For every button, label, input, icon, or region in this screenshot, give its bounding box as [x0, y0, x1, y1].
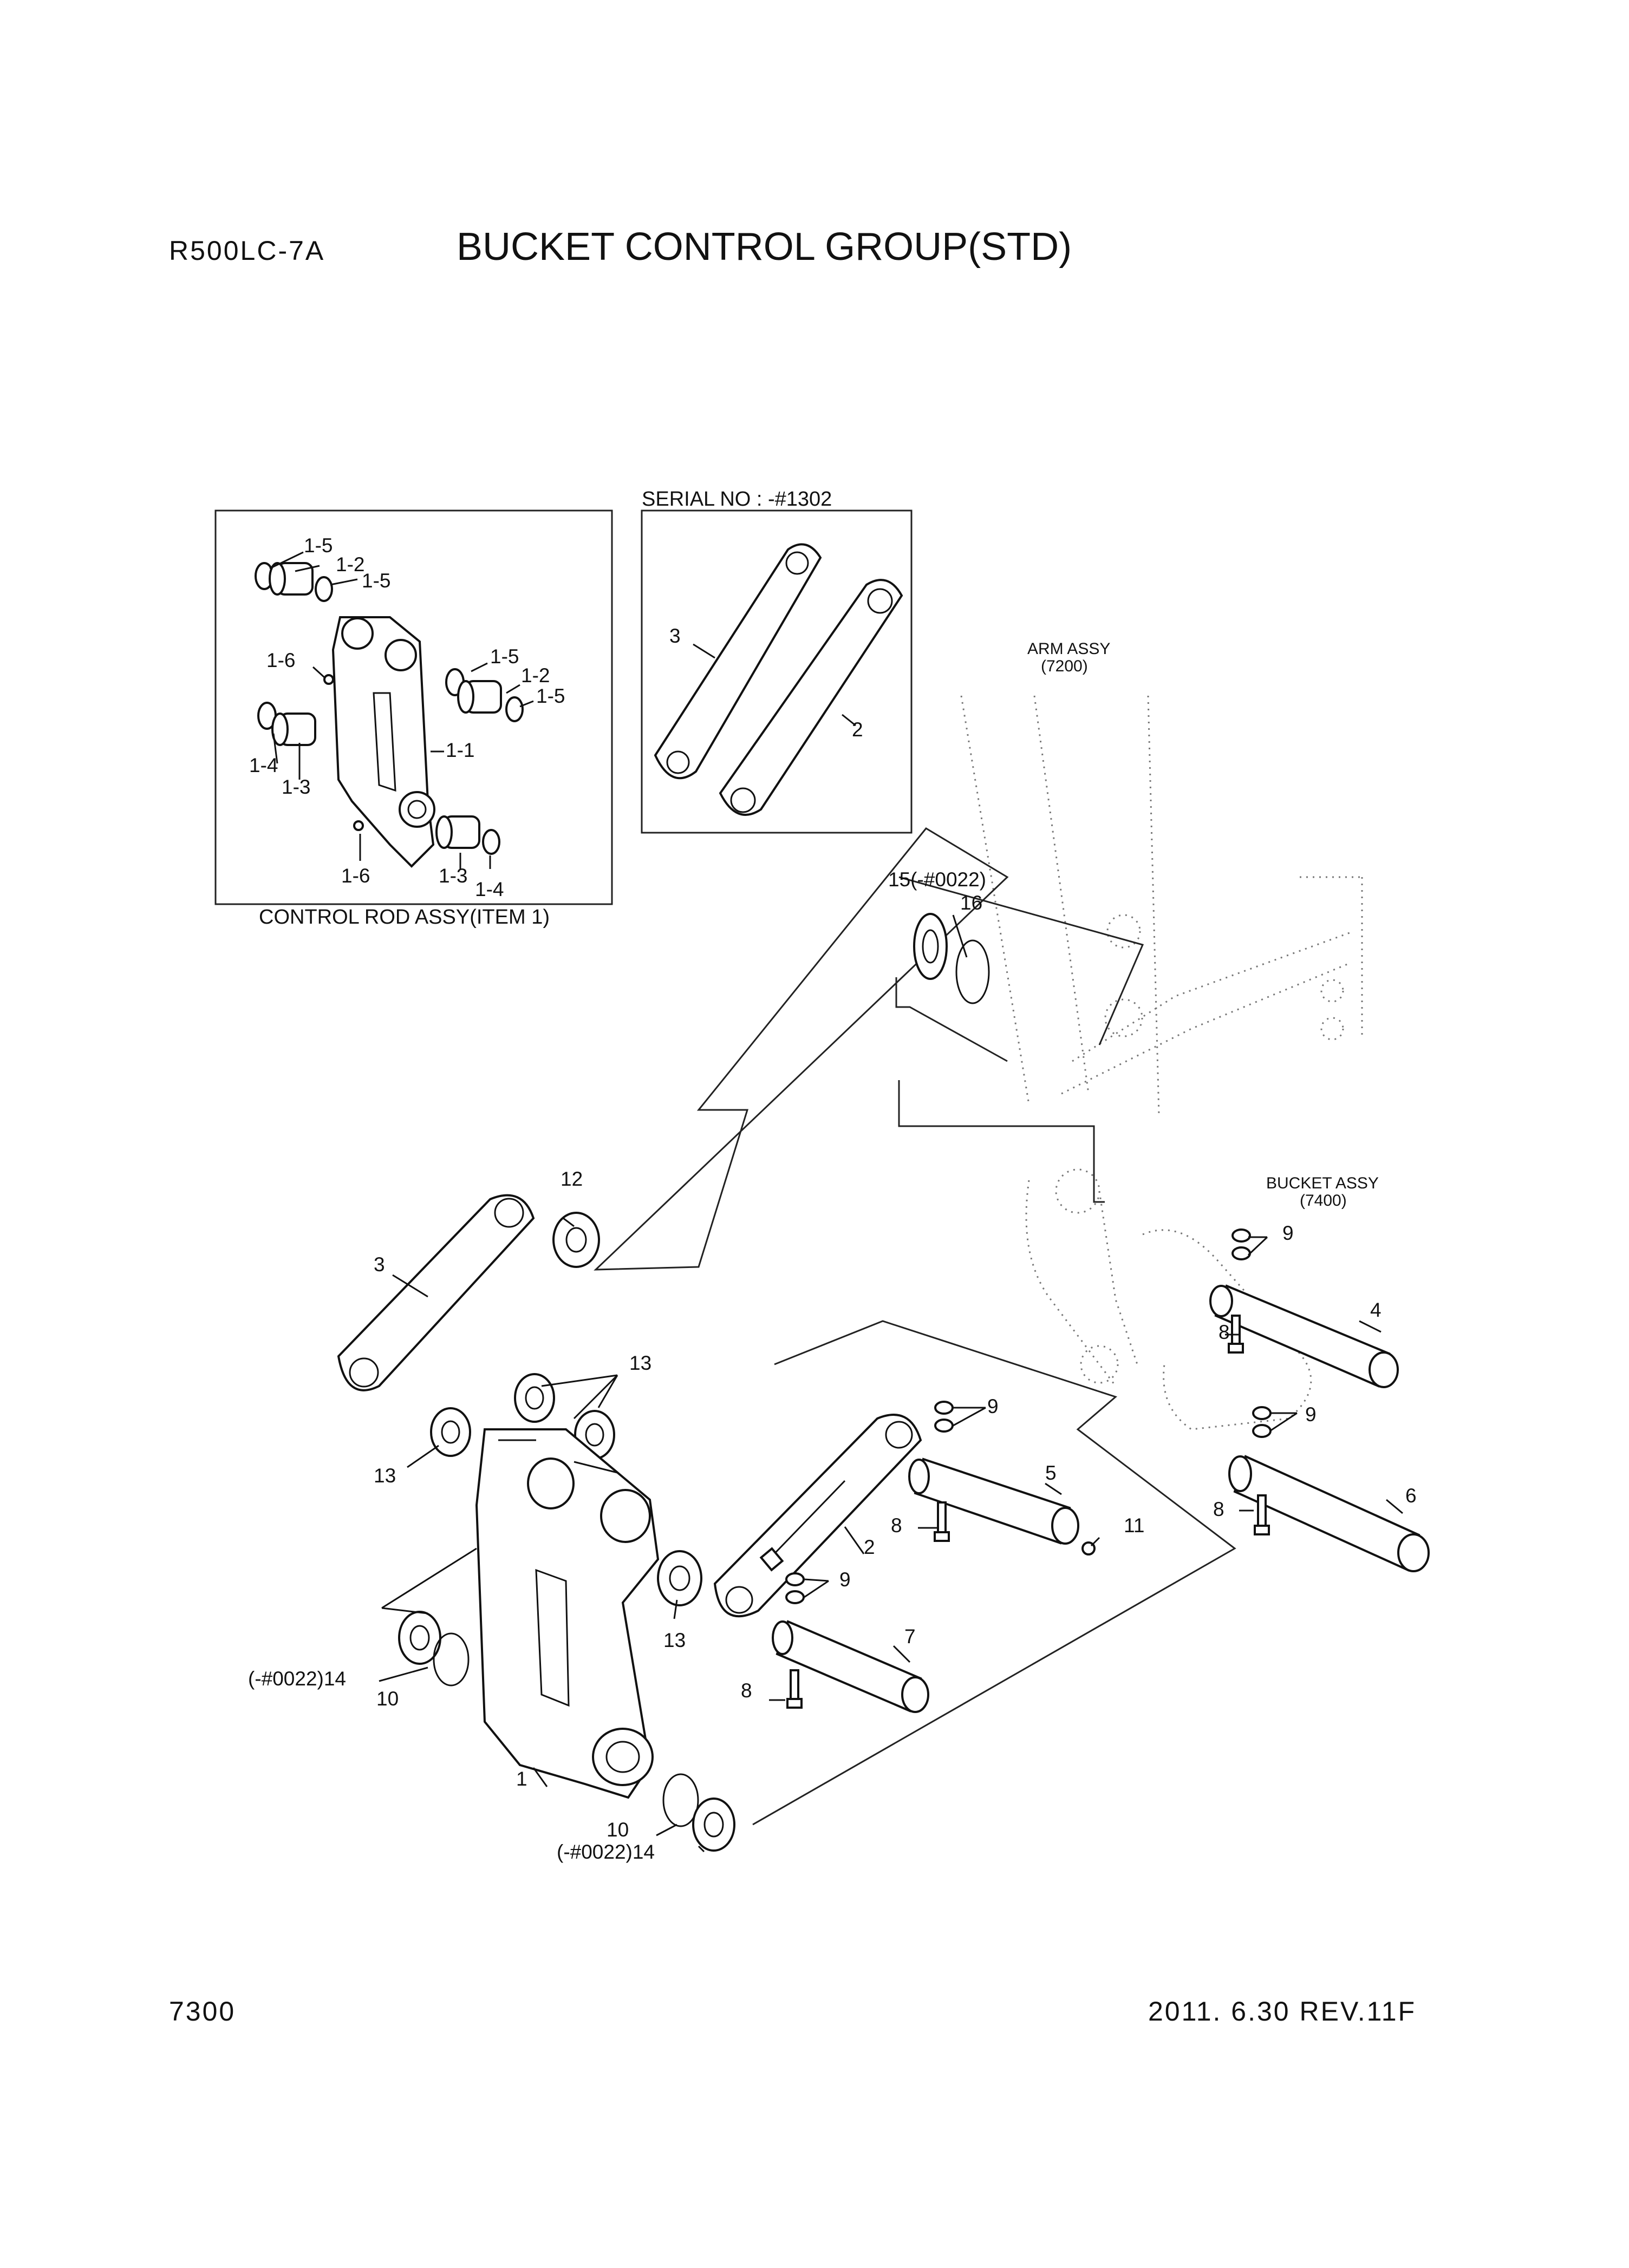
pin-4	[1209, 1284, 1399, 1388]
callout-8: 8	[891, 1514, 902, 1537]
callout-5: 5	[1045, 1462, 1057, 1484]
callout-8: 8	[741, 1679, 752, 1702]
callout-9: 9	[839, 1568, 851, 1591]
control-rod-1-1	[331, 616, 435, 868]
callout-3-alt: 3	[669, 625, 681, 647]
revision-date: 2011. 6.30 REV.11F	[1148, 1996, 1417, 2027]
callout-1-6: 1-6	[341, 865, 370, 887]
o-ring-10	[433, 1632, 470, 1687]
control-rod-caption: CONTROL ROD ASSY(ITEM 1)	[259, 906, 550, 929]
callout-9: 9	[1305, 1403, 1317, 1426]
callout-1-5: 1-5	[362, 570, 390, 592]
callout-1-4: 1-4	[475, 878, 504, 900]
serial-caption: SERIAL NO : -#1302	[642, 488, 832, 511]
callout-13: 13	[663, 1629, 686, 1651]
callout-12: 12	[561, 1168, 583, 1190]
reference-line	[895, 977, 1008, 1062]
link-3-alt	[654, 543, 822, 780]
pin-5	[908, 1457, 1079, 1545]
link-3	[337, 1194, 535, 1391]
callout-1-4: 1-4	[249, 754, 278, 776]
shim-13	[514, 1373, 555, 1423]
callout-1-5: 1-5	[536, 685, 565, 707]
bolt-8	[786, 1315, 1270, 1709]
link-2-alt	[719, 579, 903, 816]
callout-10: 10	[376, 1688, 399, 1710]
callout-15: 15(-#0022)	[888, 868, 986, 891]
page-title: BUCKET CONTROL GROUP(STD)	[457, 225, 1072, 269]
callout-1: 1	[516, 1768, 527, 1790]
seal-ring-15	[913, 913, 948, 980]
arm-assy-label: ARM ASSY	[1027, 640, 1110, 658]
callout-11: 11	[1124, 1514, 1144, 1537]
callout-1-3: 1-3	[282, 776, 310, 798]
callout-13: 13	[629, 1352, 651, 1374]
bucket-assy-label: BUCKET ASSY	[1266, 1174, 1379, 1192]
bucket-assy-number: (7400)	[1300, 1192, 1347, 1210]
o-ring-16	[955, 939, 990, 1004]
callout-8: 8	[1213, 1498, 1224, 1520]
callout-4: 4	[1370, 1299, 1382, 1321]
control-rod-assy-inset	[214, 509, 613, 905]
page-number: 7300	[169, 1996, 236, 2027]
callout-2: 2	[864, 1536, 875, 1558]
callout-1-2: 1-2	[521, 664, 550, 687]
o-ring-10	[662, 1773, 699, 1827]
arm-assy-outline	[960, 695, 1363, 1430]
seal-ring-14	[692, 1798, 735, 1852]
reference-line	[898, 876, 1144, 1045]
callout-1-1: 1-1	[446, 739, 474, 761]
seal-ring-1-5	[315, 576, 333, 602]
grease-nipple-1-6	[323, 674, 334, 685]
shim-13	[657, 1550, 702, 1606]
callout-16: 16	[960, 892, 982, 914]
reference-line	[752, 1320, 1236, 1826]
pin-7	[772, 1620, 929, 1713]
reference-line	[594, 827, 1009, 1271]
serial-number-inset	[641, 509, 913, 834]
grease-nipple-1-6	[353, 820, 364, 831]
callout-10: 10	[607, 1819, 629, 1841]
nut-9	[785, 1228, 1272, 1604]
callout-14: (-#0022)14	[248, 1668, 346, 1690]
callout-1-5: 1-5	[490, 645, 519, 668]
callout-8: 8	[1219, 1321, 1230, 1343]
model-number: R500LC-7A	[169, 236, 325, 266]
link-2	[713, 1414, 922, 1618]
arm-assy-number: (7200)	[1041, 657, 1088, 675]
shim-13	[430, 1407, 471, 1457]
callout-13: 13	[374, 1465, 396, 1487]
thrust-plate-12	[552, 1212, 600, 1268]
reference-line	[898, 1080, 1105, 1203]
pin-6	[1228, 1455, 1430, 1572]
callout-1-6: 1-6	[266, 649, 295, 671]
callout-3: 3	[374, 1253, 385, 1276]
callout-2-alt: 2	[852, 718, 863, 741]
callout-1-5: 1-5	[304, 534, 333, 557]
callout-1-3: 1-3	[439, 865, 467, 887]
callout-1-2: 1-2	[336, 553, 364, 576]
callout-14: (-#0022)14	[557, 1841, 655, 1863]
callout-9: 9	[1282, 1222, 1294, 1244]
callout-7: 7	[904, 1625, 916, 1648]
callout-9: 9	[987, 1395, 999, 1417]
callout-6: 6	[1405, 1485, 1417, 1507]
